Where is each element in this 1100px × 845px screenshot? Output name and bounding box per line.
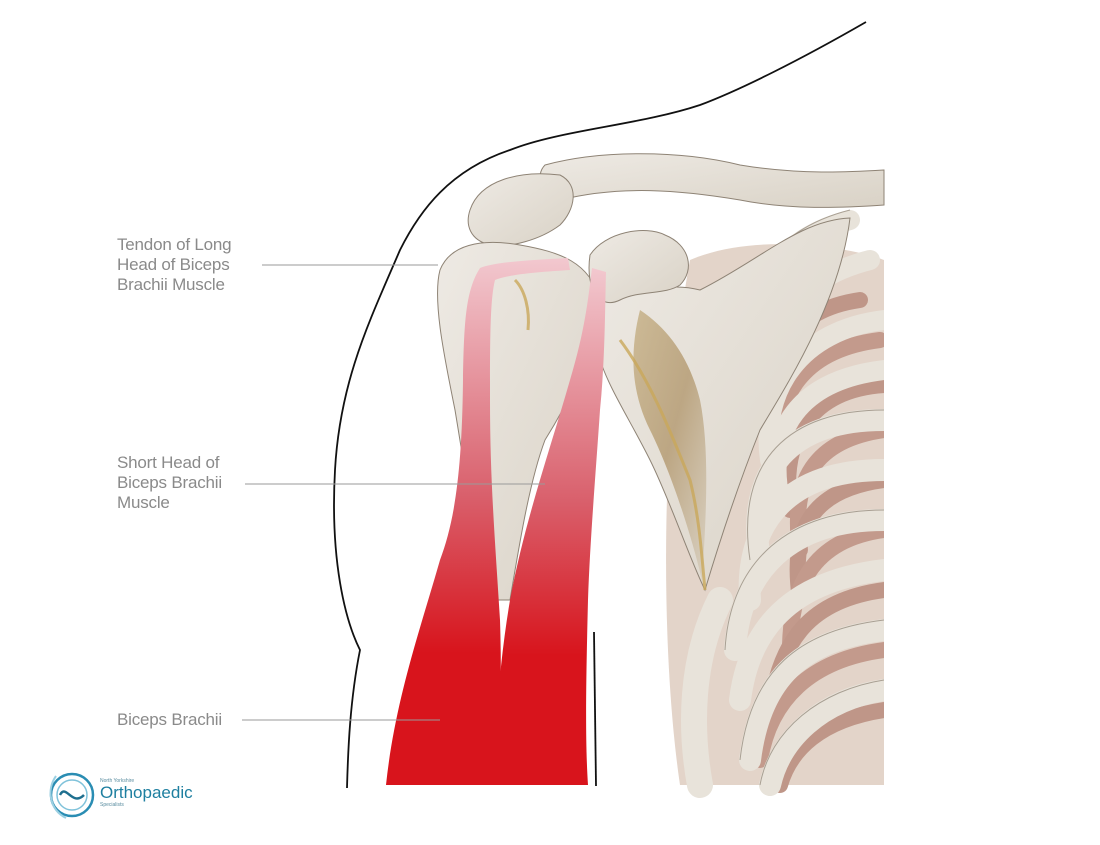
label-line: Muscle: [117, 493, 170, 512]
label-biceps-brachii: Biceps Brachii: [117, 710, 222, 730]
label-line: Brachii Muscle: [117, 275, 225, 294]
label-line: Tendon of Long: [117, 235, 232, 254]
arm-inner-outline: [593, 631, 597, 787]
logo-line3: Specialists: [100, 802, 124, 808]
logo-name: Orthopaedic: [100, 783, 193, 802]
label-line: Short Head of: [117, 453, 220, 472]
label-line: Biceps Brachii: [117, 710, 222, 729]
scapula: [599, 217, 851, 592]
logo-emblem-icon: [49, 772, 95, 819]
label-line: Head of Biceps: [117, 255, 230, 274]
clavicle: [539, 153, 885, 208]
label-line: Biceps Brachii: [117, 473, 222, 492]
short-head-biceps: [495, 268, 606, 785]
label-short-head: Short Head of Biceps Brachii Muscle: [117, 453, 222, 513]
acromion: [467, 173, 574, 247]
label-tendon-long-head: Tendon of Long Head of Biceps Brachii Mu…: [117, 235, 232, 295]
ribcage: [666, 150, 1100, 810]
logo-line1: North Yorkshire: [100, 778, 135, 784]
logo: North Yorkshire Orthopaedic Specialists: [100, 778, 193, 808]
body-outline: [333, 21, 867, 789]
long-head-biceps: [386, 258, 570, 785]
